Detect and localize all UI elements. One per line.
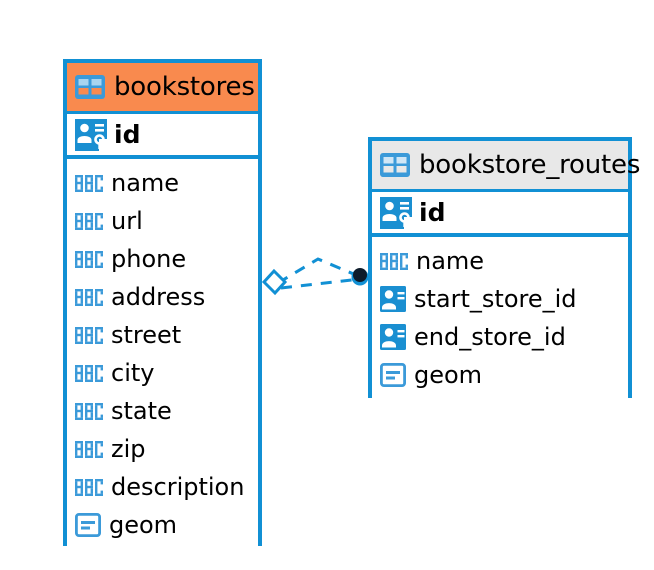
abc-text-icon [75,212,103,230]
primary-key-icon [75,118,107,151]
field-label: description [111,473,245,501]
field-row-description[interactable]: description [67,468,258,506]
abc-text-icon [75,402,103,420]
entity-header-bookstore-routes[interactable]: bookstore_routes [372,141,640,189]
entity-bookstores[interactable]: bookstores id [63,59,262,550]
field-row-geom[interactable]: geom [372,356,628,394]
relationship-line-end-store-id [277,257,357,285]
table-icon [75,75,105,99]
entity-bookstore-routes[interactable]: bookstore_routes id [368,137,640,400]
table-icon [380,153,410,177]
primary-key-row-bookstore-routes[interactable]: id [372,189,628,237]
abc-text-icon [380,252,408,270]
field-row-state[interactable]: state [67,392,258,430]
abc-text-icon [75,288,103,306]
abc-text-icon [75,250,103,268]
field-row-zip[interactable]: zip [67,430,258,468]
entity-title-bookstore-routes: bookstore_routes [419,150,641,180]
field-label: address [111,283,206,311]
entity-title-bookstores: bookstores [114,72,255,102]
field-row-url[interactable]: url [67,202,258,240]
primary-key-icon [380,196,412,229]
abc-text-icon [75,440,103,458]
field-row-name[interactable]: name [372,242,628,280]
abc-text-icon [75,326,103,344]
field-label: url [111,207,143,235]
field-row-address[interactable]: address [67,278,258,316]
abc-text-icon [75,364,103,382]
primary-key-label-bookstore-routes: id [419,198,446,227]
entity-header-bookstores[interactable]: bookstores [67,63,258,111]
primary-key-label-bookstores: id [114,120,141,149]
abc-text-icon [75,174,103,192]
field-row-street[interactable]: street [67,316,258,354]
relationship-diamond-marker [261,268,288,296]
primary-key-row-bookstores[interactable]: id [67,111,258,159]
field-label: geom [414,361,483,389]
field-label: state [111,397,172,425]
field-row-start-store-id[interactable]: start_store_id [372,280,628,318]
abc-text-icon [75,478,103,496]
field-row-geom[interactable]: geom [67,506,258,544]
field-row-end-store-id[interactable]: end_store_id [372,318,628,356]
field-row-name[interactable]: name [67,164,258,202]
field-label: start_store_id [414,285,577,313]
foreign-key-icon [380,324,406,350]
field-label: street [111,321,182,349]
field-list-bookstore-routes: name start_store_id [372,237,628,400]
foreign-key-icon [380,286,406,312]
field-row-city[interactable]: city [67,354,258,392]
field-label: geom [109,511,178,539]
field-label: end_store_id [414,323,566,351]
geometry-icon [74,512,102,538]
geometry-icon [379,362,407,388]
relationship-line-start-store-id [280,278,353,290]
field-row-phone[interactable]: phone [67,240,258,278]
field-label: city [111,359,155,387]
field-label: name [111,169,180,197]
field-label: name [416,247,485,275]
relationship-circle-marker [351,268,369,286]
field-label: zip [111,435,146,463]
field-label: phone [111,245,187,273]
field-list-bookstores: name [67,159,258,550]
